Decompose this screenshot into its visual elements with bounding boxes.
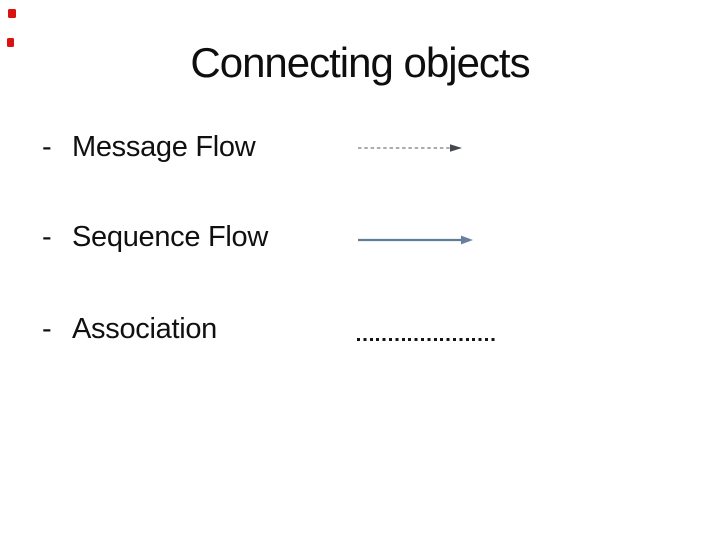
red-edge-artifact-1 <box>8 9 16 18</box>
list-item-message-flow: -Message Flow <box>42 131 256 163</box>
list-item-label-association: Association <box>72 313 217 345</box>
list-item-label-sequence-flow: Sequence Flow <box>72 221 268 253</box>
slide-title: Connecting objects <box>190 39 530 86</box>
bullet-hyphen: - <box>42 131 52 163</box>
list-item-association: -Association <box>42 315 217 344</box>
message-flow-dashed-arrow-icon <box>358 144 462 152</box>
bullet-hyphen: - <box>42 313 52 345</box>
sequence-flow-solid-arrow-icon <box>358 235 473 245</box>
red-edge-artifact-2 <box>7 38 14 47</box>
list-item-label-message-flow: Message Flow <box>72 131 256 163</box>
list-item-sequence-flow: -Sequence Flow <box>42 223 268 252</box>
association-dotted-line-icon <box>357 338 495 341</box>
bullet-hyphen: - <box>42 221 52 253</box>
